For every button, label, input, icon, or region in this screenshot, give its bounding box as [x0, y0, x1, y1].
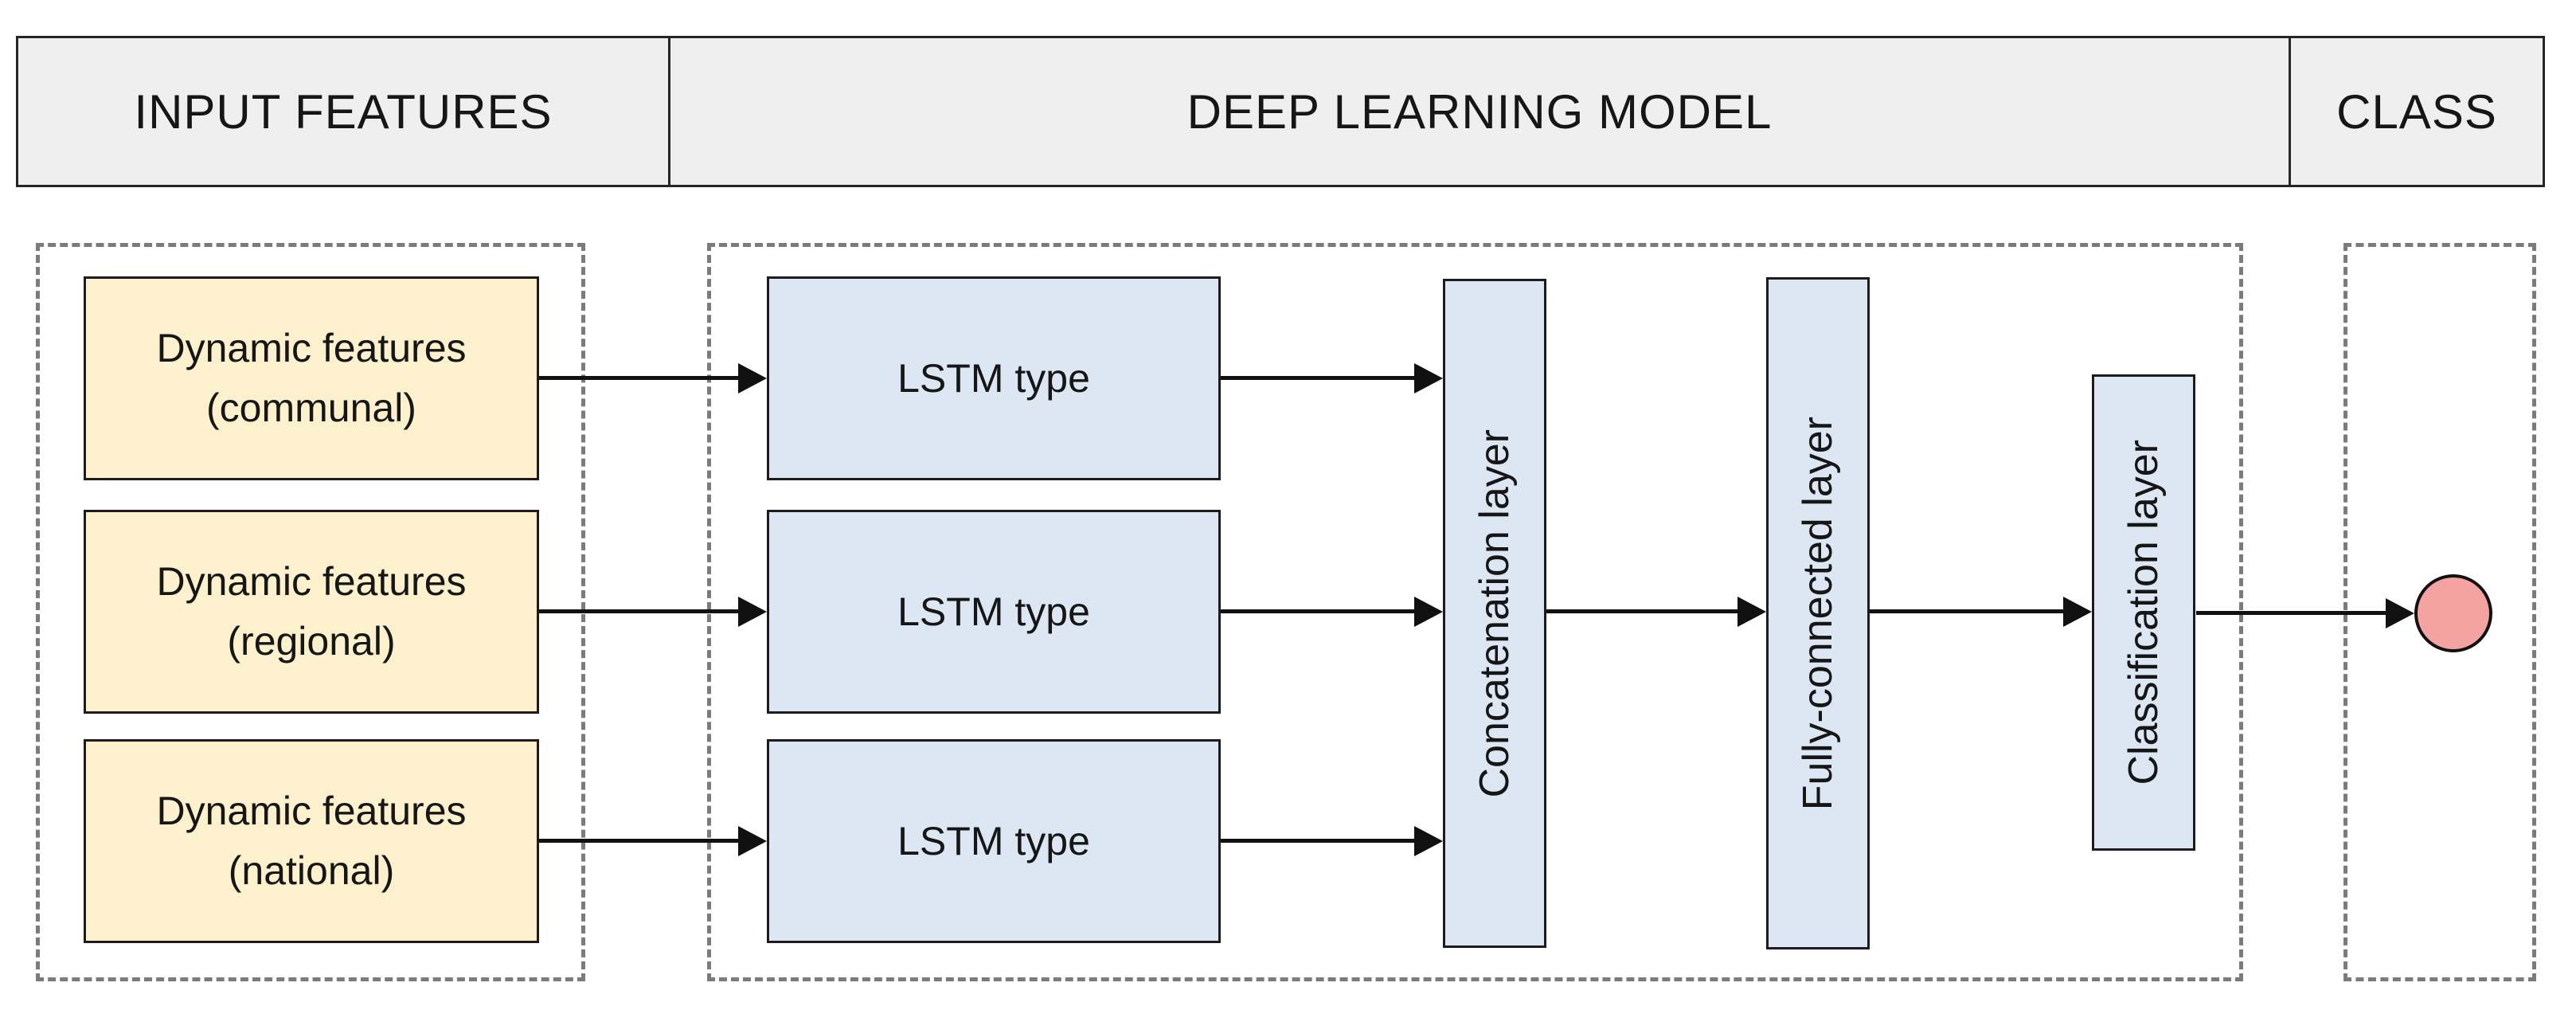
- lstm-box-1: LSTM type: [767, 276, 1221, 480]
- lstm-box-label: LSTM type: [897, 589, 1090, 634]
- header-class: CLASS: [2289, 38, 2543, 185]
- concatenation-layer-label: Concatenation layer: [1472, 429, 1518, 798]
- header-deep-learning-model: DEEP LEARNING MODEL: [668, 38, 2289, 185]
- input-box-title: Dynamic features: [156, 559, 467, 604]
- input-box-title: Dynamic features: [156, 326, 467, 370]
- arrow-lstm3-to-concatenation: [1221, 839, 1414, 843]
- input-box-subtitle: (communal): [206, 386, 416, 430]
- fully-connected-layer-label: Fully-connected layer: [1795, 416, 1841, 811]
- fully-connected-layer-box: Fully-connected layer: [1766, 277, 1870, 949]
- arrow-regional-to-lstm2: [539, 609, 738, 613]
- arrow-classification-to-class-output: [2196, 611, 2386, 615]
- arrow-fully-connected-to-classification: [1870, 609, 2063, 613]
- classification-layer-box: Classification layer: [2092, 374, 2195, 851]
- arrow-communal-to-lstm1: [539, 376, 738, 380]
- input-box-title: Dynamic features: [156, 789, 467, 833]
- classification-layer-label: Classification layer: [2121, 440, 2167, 785]
- lstm-box-label: LSTM type: [897, 355, 1090, 401]
- header-band: INPUT FEATURES DEEP LEARNING MODEL CLASS: [16, 36, 2545, 187]
- lstm-box-label: LSTM type: [897, 818, 1090, 863]
- output-class-circle: [2414, 574, 2492, 652]
- arrow-national-to-lstm3: [539, 839, 738, 843]
- arrow-lstm2-to-concatenation: [1221, 609, 1414, 613]
- input-box-national: Dynamic features (national): [84, 739, 539, 943]
- arrow-concatenation-to-fully-connected: [1546, 609, 1738, 613]
- header-input-features: INPUT FEATURES: [134, 84, 553, 139]
- input-box-subtitle: (national): [228, 848, 395, 893]
- input-box-subtitle: (regional): [227, 619, 396, 664]
- lstm-box-3: LSTM type: [767, 739, 1221, 943]
- arrow-lstm1-to-concatenation: [1221, 376, 1414, 380]
- input-box-communal: Dynamic features (communal): [84, 276, 539, 480]
- lstm-box-2: LSTM type: [767, 510, 1221, 714]
- concatenation-layer-box: Concatenation layer: [1443, 279, 1546, 948]
- input-box-regional: Dynamic features (regional): [84, 510, 539, 714]
